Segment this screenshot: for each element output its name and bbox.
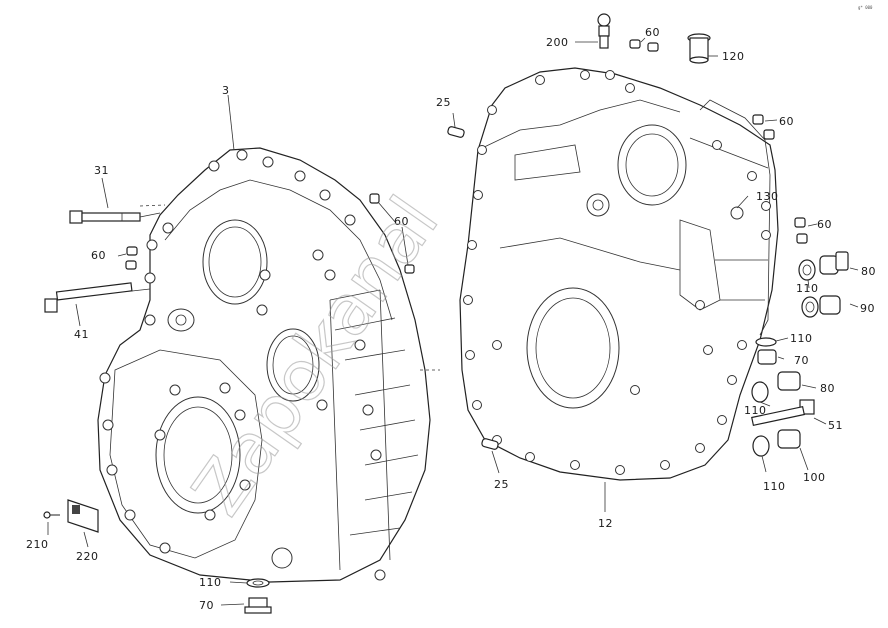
eyebolt-200 <box>597 13 611 49</box>
corner-code: g* 000 <box>858 5 873 10</box>
label-210: 210 <box>26 538 49 551</box>
label-51: 51 <box>828 419 843 432</box>
plug-100 <box>777 429 801 449</box>
label-70-b: 70 <box>794 354 809 367</box>
label-100: 100 <box>803 471 826 484</box>
washer-110-e <box>752 435 770 457</box>
pins-60-left <box>125 246 138 270</box>
pins-60-mid <box>369 193 415 274</box>
pins-60-upper-right <box>752 114 775 140</box>
label-31: 31 <box>94 164 109 177</box>
label-60-b: 60 <box>91 249 106 262</box>
plug-80-a <box>819 251 849 275</box>
washer-110-c <box>755 337 777 347</box>
bolt-41 <box>44 282 133 313</box>
label-110-a: 110 <box>199 576 222 589</box>
part-labels: 3 31 60 60 41 210 220 110 70 25 25 200 6… <box>26 26 876 612</box>
plug-120 <box>687 33 711 64</box>
label-110-d: 110 <box>744 404 767 417</box>
label-60-c: 60 <box>645 26 660 39</box>
screw-210 <box>43 511 60 519</box>
bolt-31 <box>69 210 141 224</box>
plate-220 <box>67 499 99 533</box>
washer-110-a <box>798 259 816 281</box>
label-130: 130 <box>756 190 779 203</box>
label-120: 120 <box>722 50 745 63</box>
plug-80-b <box>777 371 801 391</box>
label-110-c: 110 <box>790 332 813 345</box>
pin-25-top <box>447 126 465 138</box>
label-41: 41 <box>74 328 89 341</box>
washer-110-bottom <box>246 578 270 588</box>
label-60-a: 60 <box>394 215 409 228</box>
label-110-e: 110 <box>763 480 786 493</box>
pins-60-right <box>794 217 808 244</box>
label-12: 12 <box>598 517 613 530</box>
bolt-51 <box>751 399 815 427</box>
label-3: 3 <box>222 84 230 97</box>
label-90: 90 <box>860 302 875 315</box>
label-80-a: 80 <box>861 265 876 278</box>
label-80-b: 80 <box>820 382 835 395</box>
pin-25-bottom <box>481 438 499 450</box>
label-25-b: 25 <box>494 478 509 491</box>
housing-part-12 <box>459 67 779 481</box>
label-60-d: 60 <box>779 115 794 128</box>
label-220: 220 <box>76 550 99 563</box>
pins-60-top <box>629 39 659 52</box>
plug-70-bottom <box>244 597 272 614</box>
washer-110-d <box>751 381 769 403</box>
washer-110-b <box>801 296 819 318</box>
plug-90 <box>819 295 841 315</box>
label-60-e: 60 <box>817 218 832 231</box>
plug-70-right <box>757 349 777 365</box>
label-200: 200 <box>546 36 569 49</box>
housing-part-3 <box>97 147 431 583</box>
label-25-a: 25 <box>436 96 451 109</box>
leader-lines <box>47 37 859 606</box>
label-110-b: 110 <box>796 282 819 295</box>
label-70-a: 70 <box>199 599 214 612</box>
